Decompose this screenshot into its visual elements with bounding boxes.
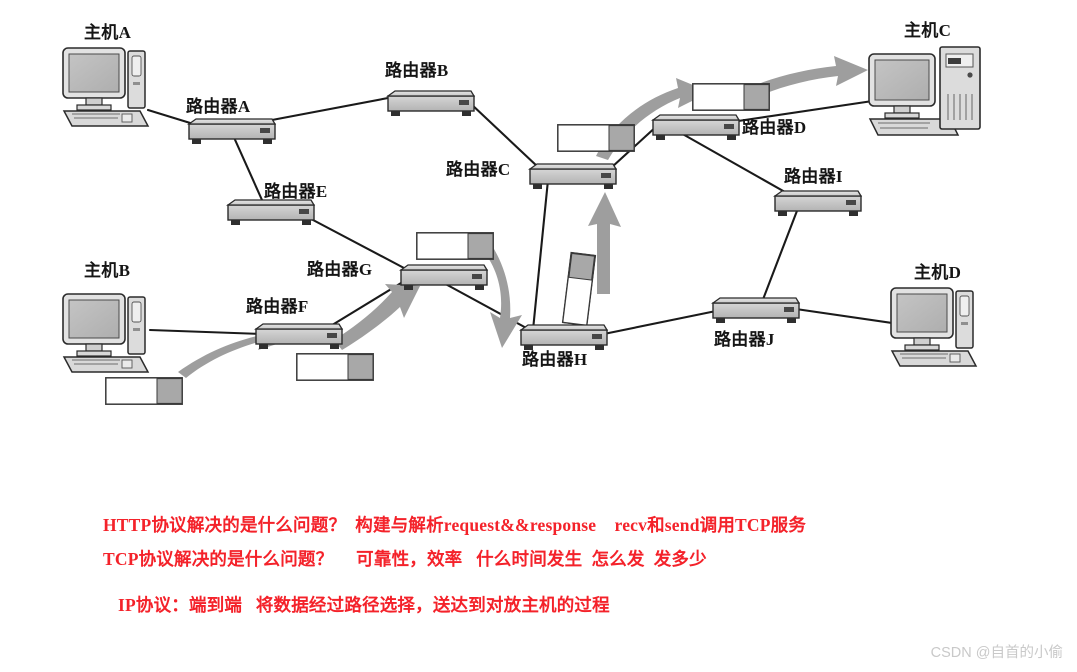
label-host-B: 主机B xyxy=(84,261,131,280)
host-C-computer xyxy=(868,46,981,136)
label-router-C: 路由器C xyxy=(446,160,511,179)
label-host-D: 主机D xyxy=(914,263,962,282)
label-router-J: 路由器J xyxy=(714,330,775,349)
router-J-device xyxy=(712,297,800,324)
packet-routerH xyxy=(561,251,597,327)
link-routerD-hostC xyxy=(716,97,888,126)
arrow-routerD-to-hostC xyxy=(722,56,868,110)
packet-hostB xyxy=(105,377,183,405)
link-routerI-routerJ xyxy=(760,201,802,304)
router-B-device xyxy=(387,90,475,117)
label-host-A: 主机A xyxy=(84,23,132,42)
router-C-device xyxy=(529,163,617,190)
label-router-A: 路由器A xyxy=(186,97,251,116)
annotation-ip: IP协议：端到端 将数据经过路径选择，送达到对放主机的过程 xyxy=(118,595,610,615)
link-hostB-routerF xyxy=(148,328,264,336)
packet-routerF xyxy=(296,353,374,381)
host-D-computer xyxy=(890,287,977,367)
label-host-C: 主机C xyxy=(904,21,952,40)
arrow-routerH-to-routerC xyxy=(588,192,621,294)
host-A-computer xyxy=(62,47,149,127)
arrow-routerF-to-routerG xyxy=(334,284,420,350)
host-B-computer xyxy=(62,293,149,373)
label-router-H: 路由器H xyxy=(522,350,588,369)
annotation-tcp: TCP协议解决的是什么问题？ 可靠性，效率 什么时间发生 怎么发 发多少 xyxy=(103,549,707,569)
arrow-routerG-to-routerH xyxy=(474,232,522,348)
arrow-routerC-to-routerD xyxy=(596,78,710,160)
label-router-E: 路由器E xyxy=(264,182,328,201)
packet-routerC xyxy=(557,124,635,152)
link-routerA-routerB xyxy=(270,96,390,122)
network-topology-diagram xyxy=(62,46,981,405)
link-routerA-routerE xyxy=(230,131,264,202)
packet-routerG xyxy=(416,232,494,260)
router-I-device xyxy=(774,190,862,217)
link-routerC-routerH xyxy=(531,178,550,332)
router-D-device xyxy=(652,114,740,141)
label-router-I: 路由器I xyxy=(784,167,843,186)
label-router-B: 路由器B xyxy=(385,61,449,80)
router-A-device xyxy=(188,118,276,145)
label-router-G: 路由器G xyxy=(307,260,373,279)
label-router-F: 路由器F xyxy=(246,297,309,316)
link-routerJ-hostD xyxy=(787,306,894,325)
link-routerC-routerD xyxy=(610,123,660,169)
link-routerD-routerI xyxy=(670,126,794,198)
packet-routerD xyxy=(692,83,770,111)
label-router-D: 路由器D xyxy=(742,118,807,137)
link-routerH-routerJ xyxy=(592,309,718,338)
router-E-device xyxy=(227,199,315,226)
annotation-http: HTTP协议解决的是什么问题？ 构建与解析request&&response r… xyxy=(103,515,807,535)
link-routerB-routerC xyxy=(468,101,540,169)
csdn-watermark: CSDN @自首的小偷 xyxy=(930,645,1063,661)
